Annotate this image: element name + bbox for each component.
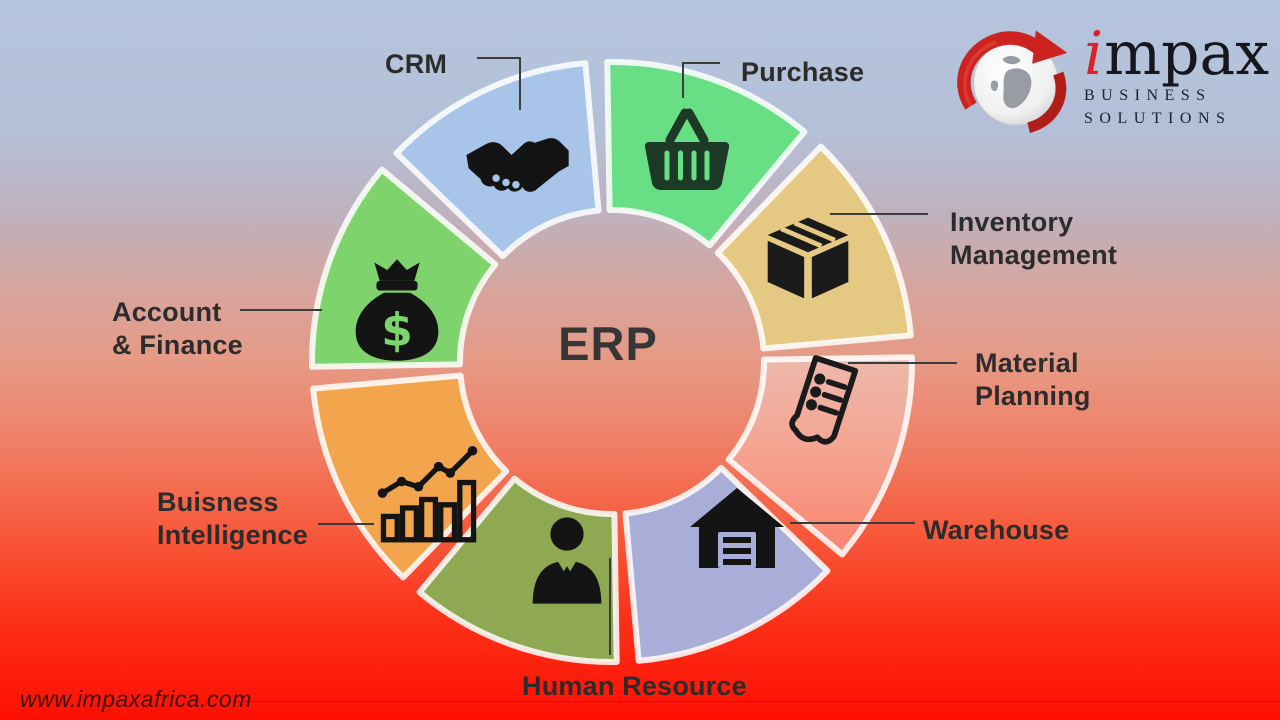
impax-logo: impax BUSINESS SOLUTIONS [952, 10, 1274, 142]
segment-material [725, 354, 915, 558]
brand-letter-i: i [1084, 19, 1104, 89]
segment-label-purchase: Purchase [741, 57, 865, 87]
brand-wordmark: impax [1084, 24, 1269, 84]
segment-label-material: Material Planning [975, 348, 1091, 411]
website-url: www.impaxafrica.com [20, 686, 252, 712]
footer-line [233, 701, 1280, 702]
brand-rest: mpax [1104, 19, 1270, 89]
connector-purchase [682, 62, 720, 98]
connector-crm [477, 57, 521, 110]
segment-label-hr: Human Resource [522, 671, 747, 701]
segment-label-warehouse: Warehouse [923, 515, 1070, 545]
segment-label-bi: Buisness Intelligence [157, 487, 308, 550]
segment-bi [310, 372, 510, 581]
impax-globe-icon [957, 30, 1068, 133]
segment-label-crm: CRM [385, 49, 448, 79]
segment-label-inventory: Inventory Management [950, 207, 1118, 270]
erp-center-label: ERP [558, 317, 658, 370]
brand-subtitle-solutions: SOLUTIONS [1084, 109, 1232, 127]
impax-brand-text: impax BUSINESS SOLUTIONS [1084, 24, 1269, 129]
brand-subtitle-business: BUSINESS [1084, 87, 1212, 104]
segment-label-af: Account & Finance [112, 297, 243, 360]
